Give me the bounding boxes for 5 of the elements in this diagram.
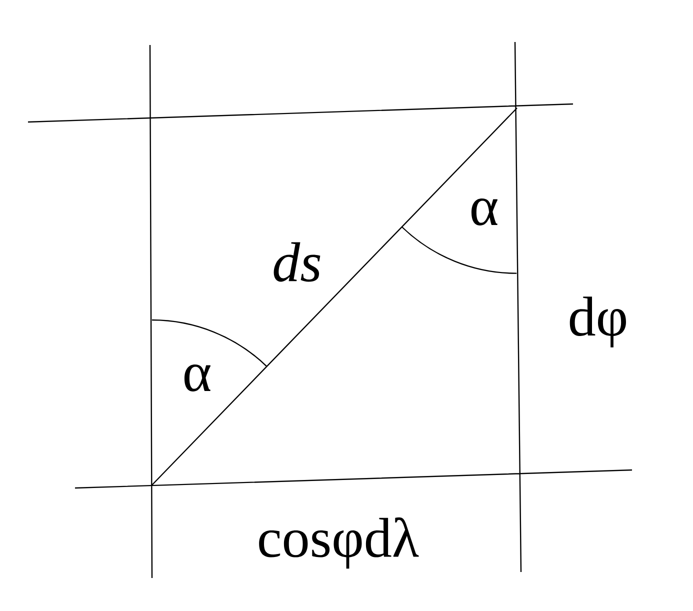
length-label: ds [274,242,320,282]
angle-label: α [184,364,210,392]
length-label: dφ [570,296,626,348]
angle-label: α [471,198,498,226]
length-label: cosφdλ [259,517,419,569]
